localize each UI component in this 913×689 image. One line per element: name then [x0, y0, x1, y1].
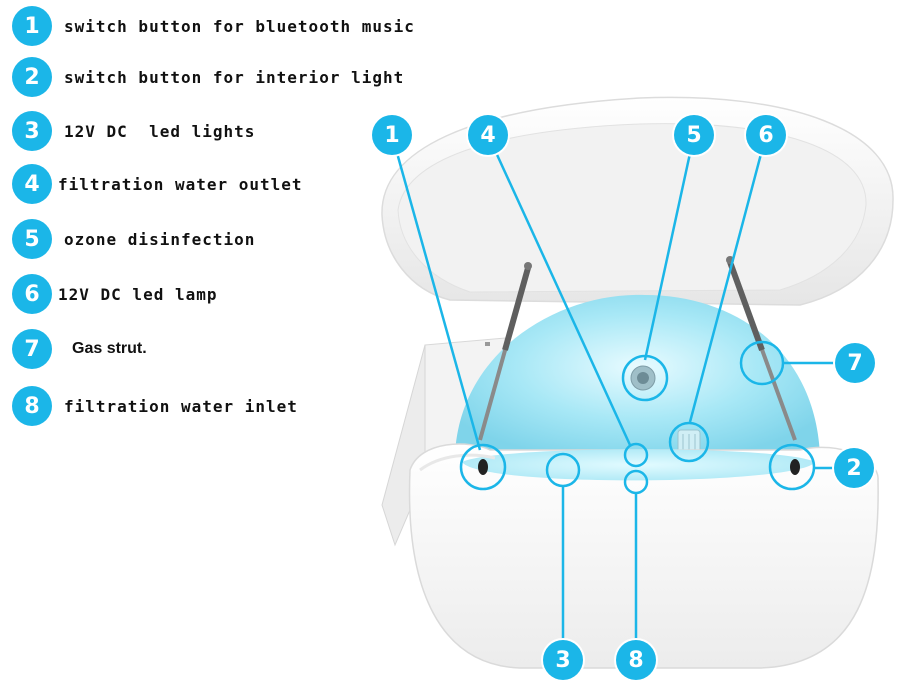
pod-interior — [455, 294, 820, 460]
legend-item-7: 7 Gas strut. — [12, 329, 147, 369]
legend-number-badge: 8 — [12, 386, 52, 426]
callout-badge-1: 1 — [372, 115, 412, 155]
callout-badge-7: 7 — [835, 343, 875, 383]
legend-number-badge: 7 — [12, 329, 52, 369]
pod-shell — [408, 443, 879, 669]
legend-label: Gas strut. — [72, 340, 147, 357]
legend-item-5: 5 ozone disinfection — [12, 219, 255, 259]
legend-item-1: 1 switch button for bluetooth music — [12, 6, 415, 46]
legend-label: switch button for bluetooth music — [64, 16, 415, 36]
gas-struts — [478, 256, 797, 441]
legend-item-4: 4 filtration water outlet — [12, 164, 303, 204]
callout-badge-3: 3 — [543, 640, 583, 680]
target-rings — [459, 340, 816, 495]
legend-number-badge: 6 — [12, 274, 52, 314]
legend-label: 12V DC led lamp — [58, 284, 218, 304]
legend-label: switch button for interior light — [64, 67, 405, 87]
switch-buttons — [478, 459, 800, 475]
legend-label: 12V DC led lights — [64, 121, 256, 141]
legend-number-badge: 4 — [12, 164, 52, 204]
callout-badge-6: 6 — [746, 115, 786, 155]
legend-number-badge: 3 — [12, 111, 52, 151]
legend-item-6: 6 12V DC led lamp — [12, 274, 218, 314]
callout-badge-4: 4 — [468, 115, 508, 155]
legend-label: ozone disinfection — [64, 229, 256, 249]
legend-number-badge: 1 — [12, 6, 52, 46]
pod-lid — [381, 96, 894, 306]
callout-badge-8: 8 — [616, 640, 656, 680]
legend-number-badge: 2 — [12, 57, 52, 97]
callout-badge-5: 5 — [674, 115, 714, 155]
callout-badge-2: 2 — [834, 448, 874, 488]
legend-item-2: 2 switch button for interior light — [12, 57, 404, 97]
legend-label: filtration water inlet — [64, 396, 298, 416]
legend-label: filtration water outlet — [58, 174, 303, 194]
legend-number-badge: 5 — [12, 219, 52, 259]
legend-item-3: 3 12V DC led lights — [12, 111, 255, 151]
legend-item-8: 8 filtration water inlet — [12, 386, 298, 426]
